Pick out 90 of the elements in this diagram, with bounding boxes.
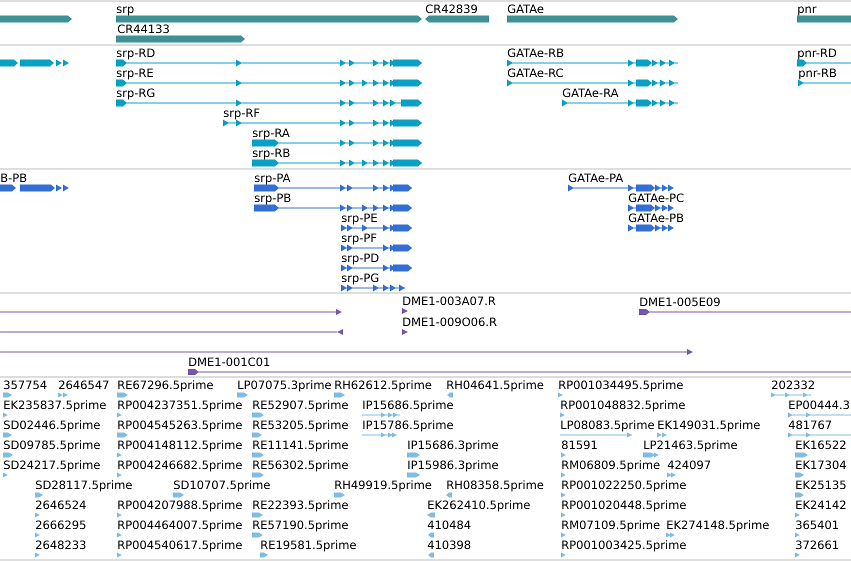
feature-label: RE19581.5prime: [261, 540, 356, 552]
feature-label: RP004464007.5prime: [118, 520, 242, 532]
feature-label: RP001022250.5prime: [562, 480, 686, 492]
feature-label: DME1-009O06.R: [403, 317, 497, 326]
feature-label: DME1-001C01: [189, 357, 270, 366]
feature-label: srp-RA: [252, 128, 290, 140]
feature-label: RP004148112.5prime: [118, 440, 242, 452]
feature-label: pnr-RB: [799, 68, 836, 80]
feature-label: GATAe: [508, 4, 544, 14]
feature-label: RP004207988.5prime: [118, 500, 242, 512]
feature-label: EP00444.3: [789, 400, 850, 410]
feature-label: EK17304: [796, 460, 846, 470]
feature-label: GATAe-RC: [508, 68, 563, 78]
feature-label: RE11141.5prime: [253, 440, 348, 452]
feature-label: srp-PE: [342, 214, 377, 224]
feature-label: pnr-RD: [798, 48, 836, 60]
feature-label: srp-PB: [254, 194, 290, 204]
feature-label: RP001003425.5prime: [562, 540, 686, 552]
feature-label: RP004545263.5prime: [118, 420, 242, 432]
feature-label: 2646547: [59, 380, 108, 390]
feature-label: EK24142: [796, 500, 846, 509]
feature-label: 2648233: [36, 540, 86, 550]
feature-label: RH08358.5prime: [447, 480, 544, 492]
feature-label: srp-RF: [224, 108, 260, 120]
feature-label: 2646524: [36, 500, 86, 510]
feature-label: EK262410.5prime: [428, 500, 530, 512]
feature-label: srp-RE: [116, 68, 153, 80]
feature-label: srp-PD: [342, 254, 378, 264]
feature-label: SD09785.5prime: [4, 440, 100, 452]
feature-label: srp-PA: [254, 174, 290, 184]
feature-label: RE22393.5prime: [253, 500, 348, 512]
feature-label: EK16522: [796, 440, 846, 450]
feature-label: RE52907.5prime: [253, 400, 348, 412]
feature-label: LP07075.3prime: [238, 380, 331, 392]
feature-label: IP15986.3prime: [408, 460, 498, 472]
feature-label: GATAe-PC: [628, 193, 684, 202]
feature-label: RH49919.5prime: [335, 480, 432, 492]
feature-label: RH04641.5prime: [447, 380, 544, 392]
feature-label: GATAe-PA: [568, 173, 624, 182]
feature-label: 81591: [562, 440, 597, 450]
feature-label: 2666295: [36, 520, 86, 530]
feature-label: RE53205.5prime: [253, 420, 348, 432]
feature-label: 357754: [4, 380, 46, 390]
feature-label: 424097: [668, 460, 710, 470]
feature-label: 481767: [788, 420, 832, 430]
feature-label: RM06809.5prime: [562, 460, 660, 472]
feature-label: srp-RD: [116, 48, 155, 60]
feature-label: RP004540617.5prime: [118, 540, 242, 552]
feature-label: IP15686.5prime: [363, 400, 453, 412]
feature-label: RP001034495.5prime: [559, 380, 683, 392]
feature-label: srp-PG: [342, 273, 378, 284]
feature-label: SD02446.5prime: [4, 420, 100, 432]
feature-label: DME1-005E09: [640, 297, 720, 306]
feature-label: srp-PF: [342, 234, 376, 244]
feature-label: RP001020448.5prime: [562, 500, 686, 512]
feature-label: EK25135: [796, 480, 846, 490]
feature-label: IP15786.5prime: [363, 420, 453, 432]
feature-label: B-PB: [1, 174, 26, 182]
feature-label: 410398: [428, 540, 470, 550]
feature-label: 372661: [796, 540, 838, 550]
feature-label: CR42839: [426, 4, 477, 14]
feature-label: RE57190.5prime: [253, 520, 348, 532]
feature-label: EK235837.5prime: [4, 400, 106, 412]
feature-label: EK274148.5prime: [667, 520, 769, 532]
feature-label: RM07109.5prime: [562, 520, 660, 532]
feature-label: SD28117.5prime: [36, 480, 132, 492]
feature-label: pnr: [798, 6, 817, 16]
feature-label: RE56302.5prime: [253, 460, 348, 472]
feature-label: SD10707.5prime: [174, 480, 270, 492]
feature-label: 365401: [796, 520, 838, 530]
feature-label: RH62612.5prime: [335, 380, 432, 392]
feature-label: IP15686.3prime: [408, 440, 498, 452]
feature-label: RP001048832.5prime: [561, 400, 685, 412]
feature-label: srp-RG: [116, 88, 154, 100]
feature-label: CR44133: [118, 24, 169, 34]
feature-label: RP004237351.5prime: [118, 400, 242, 412]
feature-label: RP004246682.5prime: [118, 460, 242, 472]
feature-label: 202332: [772, 380, 814, 390]
feature-label: DME1-003A07.R: [403, 296, 496, 306]
feature-label: RE67296.5prime: [118, 380, 213, 392]
feature-label: srp-RB: [252, 148, 290, 160]
feature-label: LP08083.5prime: [561, 420, 654, 432]
feature-label: GATAe-RA: [562, 88, 618, 98]
feature-label: GATAe-RB: [508, 48, 564, 58]
feature-label: EK149031.5prime: [658, 420, 760, 432]
feature-label: LP21463.5prime: [644, 440, 737, 452]
feature-label: GATAe-PB: [628, 213, 684, 222]
feature-label: SD24217.5prime: [4, 460, 100, 472]
feature-label: srp: [116, 6, 134, 16]
feature-label: 410484: [428, 520, 470, 530]
